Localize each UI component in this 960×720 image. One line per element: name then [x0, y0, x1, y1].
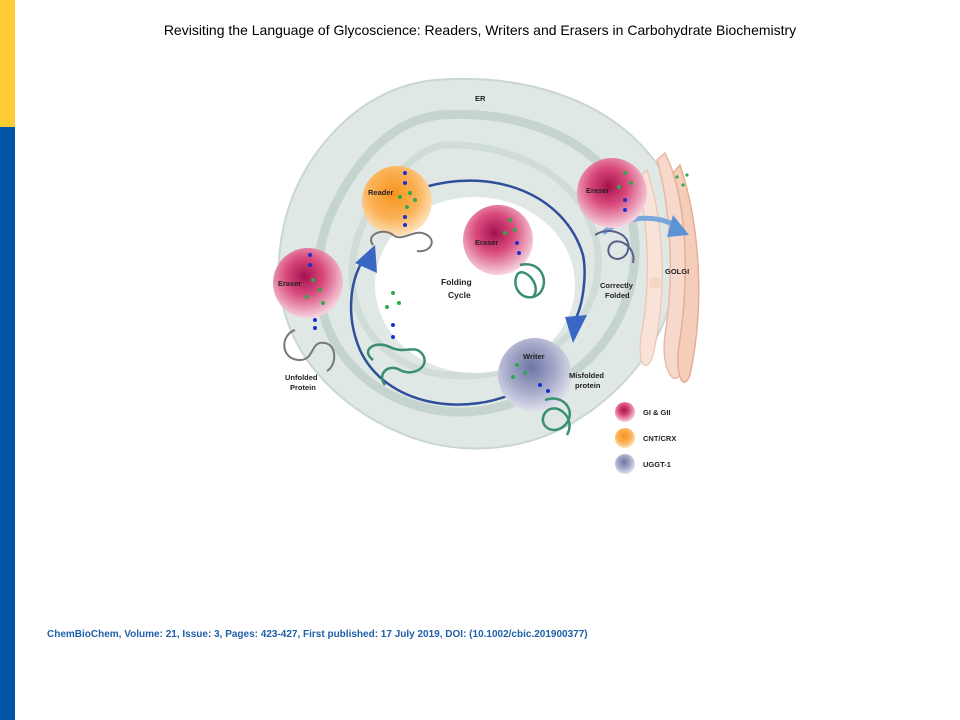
legend-dot-uggt	[615, 454, 635, 474]
writer-label: Writer	[523, 352, 545, 361]
slide-title: Revisiting the Language of Glycoscience:…	[163, 22, 797, 38]
eraser-label-left: Eraser	[278, 279, 301, 288]
eraser-label-right: Eraser	[586, 186, 609, 195]
accent-bar-yellow	[0, 0, 15, 127]
legend-label-cnt-crx: CNT/CRX	[643, 434, 676, 443]
citation: ChemBioChem, Volume: 21, Issue: 3, Pages…	[47, 629, 588, 640]
folding-cycle-figure: ER GOLGI Folding Cycle Reader	[265, 75, 705, 485]
correct-label-2: Folded	[605, 291, 630, 300]
arrow-head-left	[355, 245, 377, 273]
misfolded-label-2: protein	[575, 381, 601, 390]
unfolded-label-2: Protein	[290, 383, 316, 392]
legend-dot-cnt-crx	[615, 428, 635, 448]
reader-label: Reader	[368, 188, 394, 197]
folding-protein	[366, 343, 426, 386]
arrow-head-right	[565, 315, 587, 343]
eraser-enzyme-right	[577, 158, 647, 264]
reader-enzyme	[362, 166, 433, 253]
golgi-label: GOLGI	[665, 267, 689, 276]
eraser-enzyme-left	[273, 248, 343, 372]
legend-label-uggt: UGGT-1	[643, 460, 671, 469]
eraser-enzyme-center	[463, 205, 546, 299]
center-label-2: Cycle	[448, 290, 471, 300]
misfolded-label-1: Misfolded	[569, 371, 604, 380]
unfolded-label-1: Unfolded	[285, 373, 318, 382]
er-label: ER	[475, 94, 486, 103]
writer-enzyme	[498, 338, 572, 436]
arrow-to-golgi	[667, 215, 689, 237]
glycan-chains	[305, 171, 689, 393]
correct-label-1: Correctly	[600, 281, 634, 290]
figure-svg: ER GOLGI Folding Cycle Reader	[273, 77, 700, 474]
cycle-arrows	[349, 179, 689, 406]
legend-label-gi-gii: GI & GII	[643, 408, 671, 417]
legend-dot-gi-gii	[615, 402, 635, 422]
accent-bar-blue	[0, 127, 15, 720]
center-label-1: Folding	[441, 277, 472, 287]
eraser-label-center: Eraser	[475, 238, 498, 247]
legend: GI & GII CNT/CRX UGGT-1	[615, 402, 676, 474]
